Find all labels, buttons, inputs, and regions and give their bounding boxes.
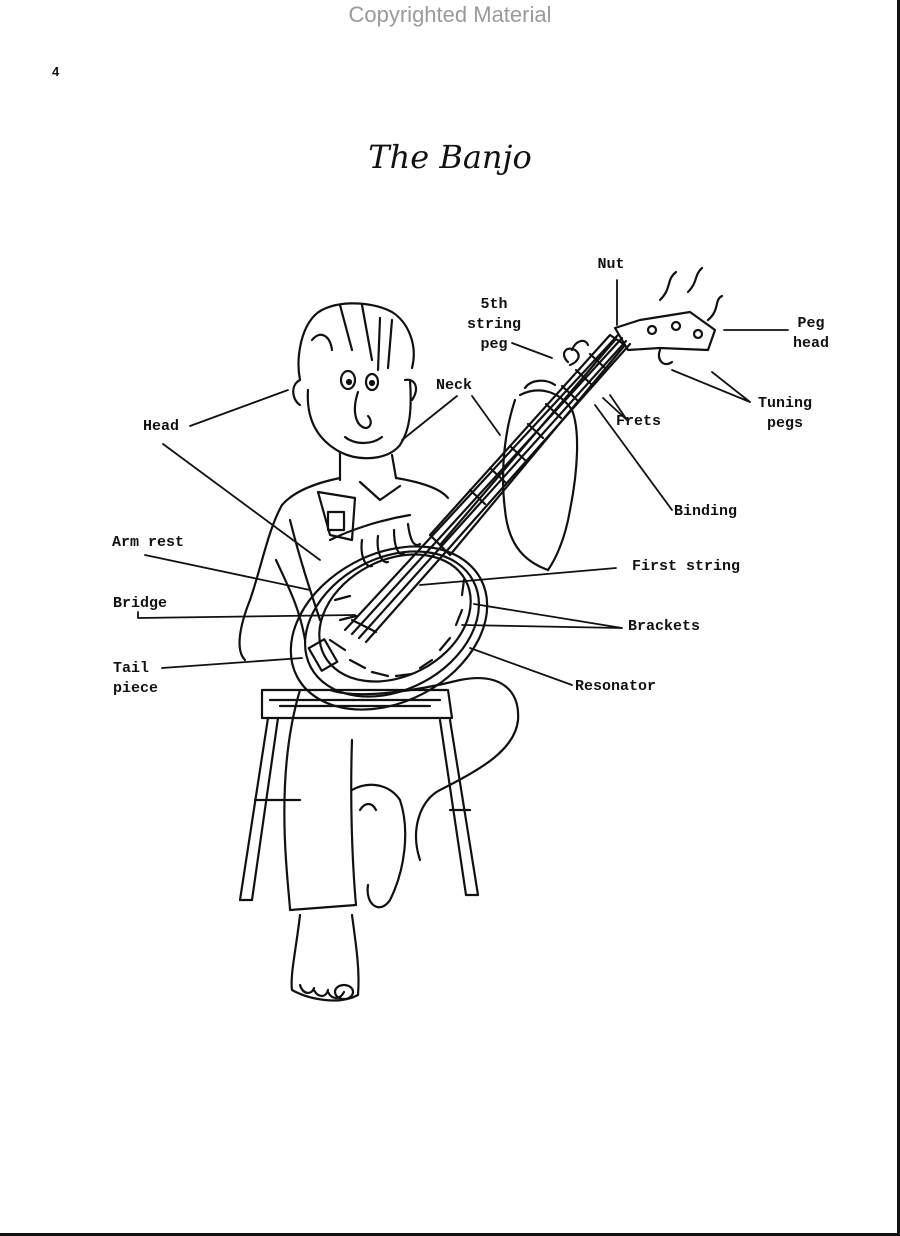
banjo-body-drawing: [289, 545, 489, 711]
label-tail-piece-line1: Tail: [113, 660, 150, 677]
player-head-drawing: [292, 302, 418, 482]
label-nut: Nut: [597, 256, 625, 273]
label-tail-piece-line2: piece: [113, 680, 159, 697]
label-bridge: Bridge: [113, 595, 168, 612]
label-peg-head: Peg head: [788, 314, 834, 354]
page-edge-right: [897, 0, 900, 1236]
label-tuning-pegs-line1: Tuning: [757, 395, 812, 412]
banjo-neck-drawing: [307, 266, 724, 672]
chair-drawing: [238, 688, 480, 902]
copyright-watermark: Copyrighted Material: [348, 2, 552, 27]
player-legs-drawing: [283, 677, 520, 1002]
page-number: 4: [52, 64, 60, 79]
label-fifth-string-peg-line1: 5th: [480, 296, 508, 313]
label-first-string: First string: [632, 558, 741, 575]
label-arm-rest: Arm rest: [112, 534, 185, 551]
label-tail-piece: Tail piece: [113, 659, 158, 699]
label-fifth-string-peg-line2: string: [466, 316, 521, 333]
label-tuning-pegs-line2: pegs: [766, 415, 803, 432]
label-tuning-pegs: Tuning pegs: [748, 394, 822, 434]
label-brackets: Brackets: [628, 618, 701, 635]
label-resonator: Resonator: [575, 678, 657, 695]
page-edge-bottom: [0, 1233, 900, 1236]
label-fifth-string-peg: 5th string peg: [462, 295, 526, 355]
label-peg-head-line2: head: [792, 335, 829, 352]
label-fifth-string-peg-line3: peg: [480, 336, 508, 353]
player-body-drawing: [238, 379, 579, 662]
label-peg-head-line1: Peg: [797, 315, 825, 332]
label-head: Head: [143, 418, 180, 435]
label-frets: Frets: [616, 413, 662, 430]
label-neck: Neck: [436, 377, 473, 394]
diagram-title: The Banjo: [368, 138, 532, 176]
leader-lines: [137, 279, 789, 686]
label-binding: Binding: [674, 503, 738, 520]
